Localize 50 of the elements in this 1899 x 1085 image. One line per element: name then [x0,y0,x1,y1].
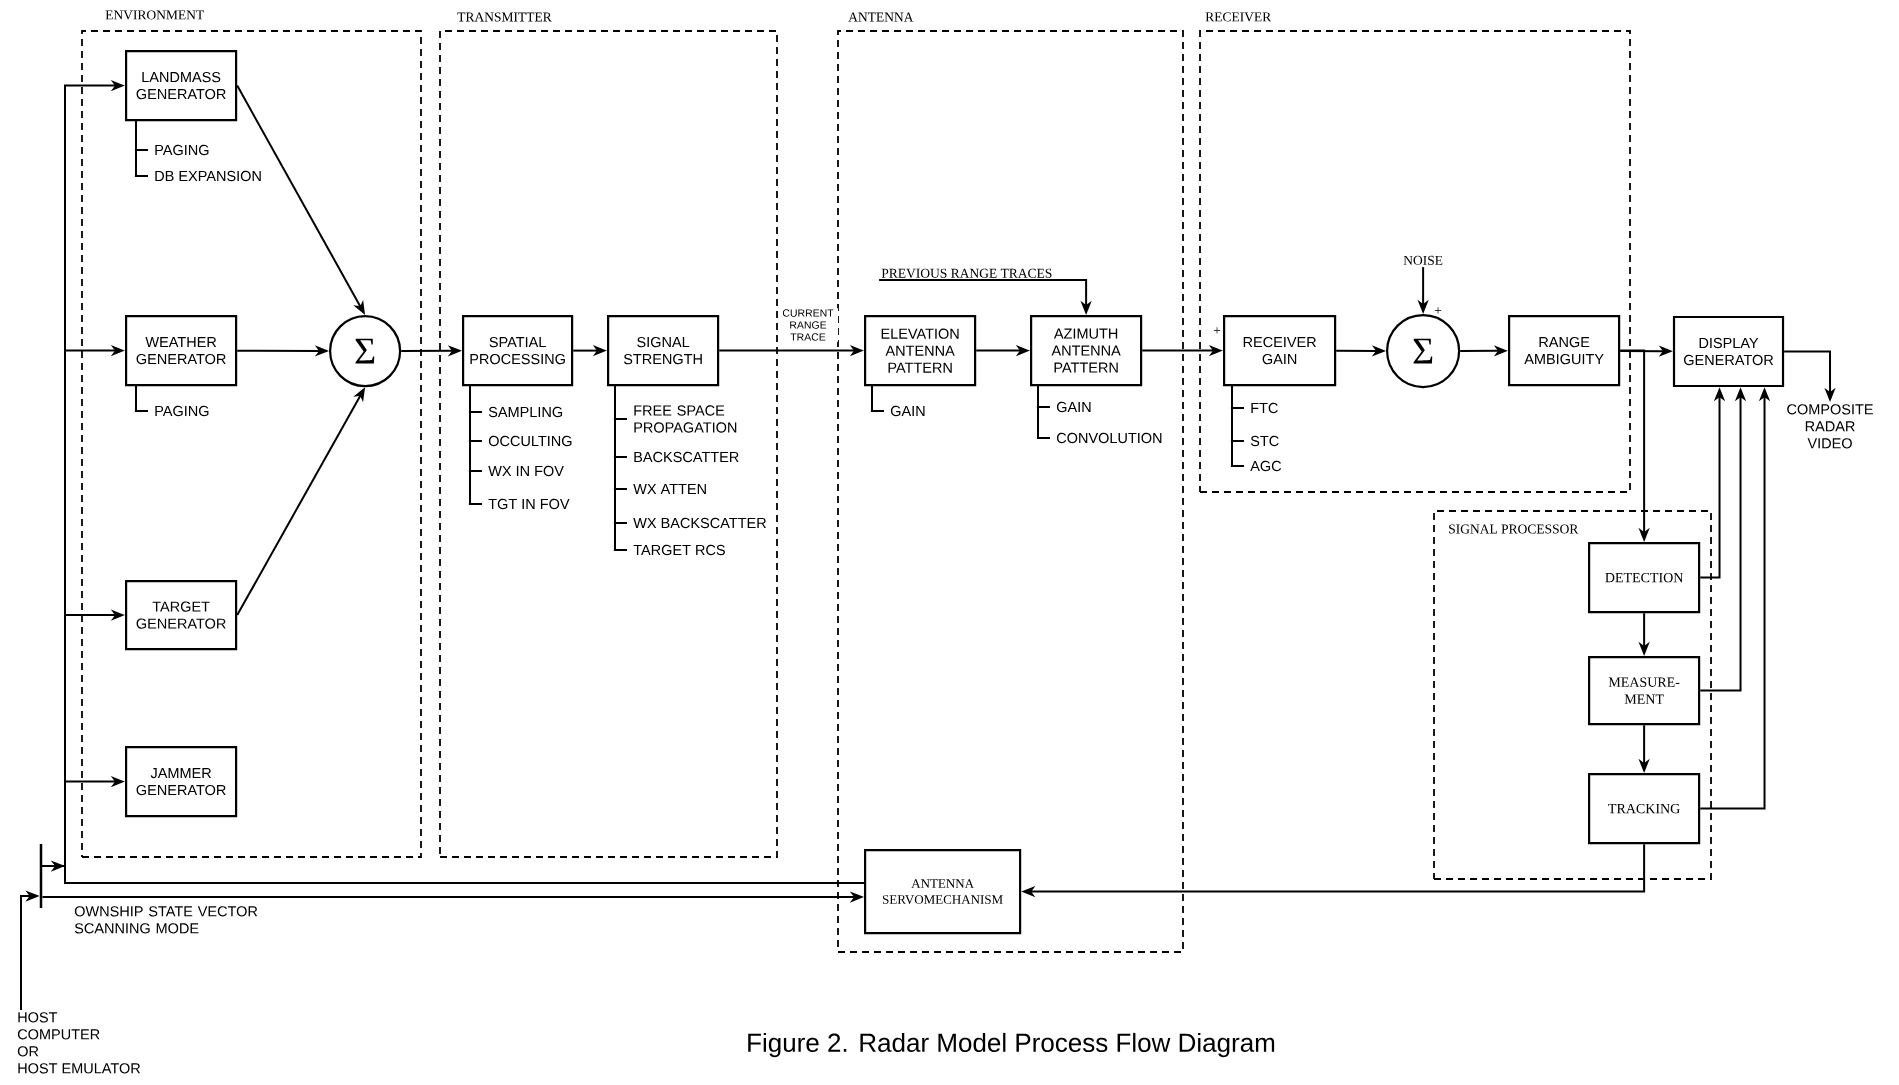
input-label: PREVIOUS RANGE TRACES [881,268,1052,278]
bus-bar [39,844,43,908]
sub-item-label: WX BACKSCATTER [633,517,766,529]
process-box: JAMMER GENERATOR [125,746,238,818]
sub-item-label: TARGET RCS [633,544,725,556]
process-box: DETECTION [1588,542,1701,614]
process-box: ELEVATION ANTENNA PATTERN [864,315,977,387]
sub-item-label: DB EXPANSION [155,170,261,182]
sign-label: + [1434,307,1442,314]
sub-item-label: WX IN FOV [488,465,564,477]
process-box: MEASURE- MENT [1588,656,1701,726]
input-label: HOST COMPUTER OR HOST EMULATOR [17,1012,141,1074]
process-box: DISPLAY GENERATOR [1672,315,1785,388]
sub-item-label: TGT IN FOV [488,498,570,510]
process-box: RANGE AMBIGUITY [1508,315,1621,387]
group-heading: ENVIRONMENT [105,10,204,20]
process-box: WEATHER GENERATOR [125,315,238,387]
sub-item-label: OCCULTING [488,435,572,447]
sub-item-label: AGC [1250,460,1282,472]
process-box: AZIMUTH ANTENNA PATTERN [1030,315,1143,387]
group-heading: SIGNAL PROCESSOR [1449,524,1579,534]
connector-line [41,865,865,884]
group-heading: TRANSMITTER [457,12,552,22]
output-label: COMPOSITE RADAR VIDEO [1787,404,1873,449]
sub-item-label: GAIN [1056,401,1091,413]
sub-item-label: STC [1250,435,1279,447]
summing-junction: Σ [329,315,402,388]
process-box: TRACKING [1588,773,1701,845]
edge-label: OWNSHIP STATE VECTOR SCANNING MODE [74,906,258,934]
sub-item-label: FREE SPACE PROPAGATION [634,405,737,433]
process-box: ANTENNA SERVOMECHANISM [864,849,1022,935]
sub-item-label: PAGING [155,144,209,156]
edge-label: CURRENT RANGE TRACE [778,308,838,342]
process-box: SPATIAL PROCESSING [462,315,574,387]
input-label: NOISE [1403,255,1443,265]
process-box: SIGNAL STRENGTH [607,315,720,387]
sub-item-label: GAIN [890,405,925,417]
process-box: TARGET GENERATOR [125,580,238,651]
sub-item-label: PAGING [155,405,209,417]
process-box: LANDMASS GENERATOR [125,50,238,122]
sub-item-label: SAMPLING [488,406,563,418]
process-box: RECEIVER GAIN [1223,315,1337,387]
group-heading: RECEIVER [1205,12,1272,22]
sub-item-label: CONVOLUTION [1056,432,1162,444]
summing-junction: Σ [1386,314,1461,389]
sub-item-label: WX ATTEN [633,484,706,494]
sub-item-label: FTC [1251,402,1278,414]
sub-item-label: BACKSCATTER [634,451,739,463]
figure-caption: Figure 2. Radar Model Process Flow Diagram [748,1032,1275,1058]
group-heading: ANTENNA [848,12,914,22]
